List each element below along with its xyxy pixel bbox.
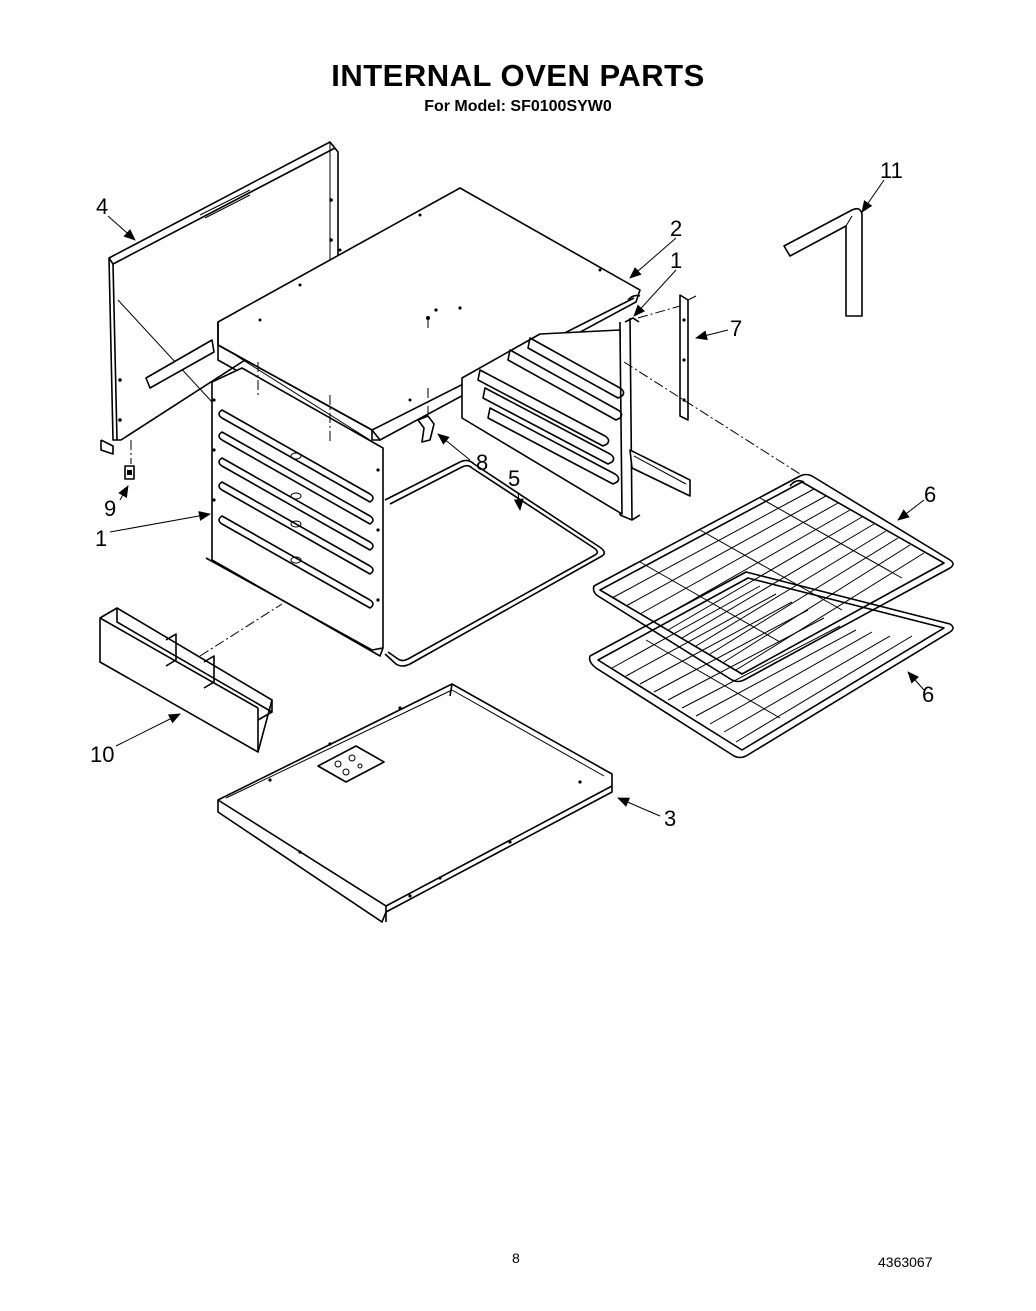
document-number: 4363067: [878, 1254, 933, 1270]
callout-7: 7: [730, 316, 742, 341]
part-7-strip: [679, 294, 697, 421]
callout-3: 3: [664, 806, 676, 831]
callout-9: 9: [104, 496, 116, 521]
part-3-oven-bottom: [217, 683, 613, 923]
callout-labels: 4 9 1 2 1 7 11 8 5 6 6 10 3: [90, 158, 936, 831]
part-8-bracket: [417, 388, 435, 443]
callout-1-front: 1: [95, 526, 107, 551]
alignment-lines: [623, 305, 801, 475]
callout-1-rear: 1: [670, 248, 682, 273]
part-1-front-side-wall: [145, 339, 384, 657]
model-subtitle: For Model: SF0100SYW0: [424, 98, 612, 115]
page-title: INTERNAL OVEN PARTS: [331, 58, 705, 93]
part-9-clip: [124, 440, 135, 480]
callout-6-upper: 6: [924, 482, 936, 507]
callout-arrows: [107, 179, 925, 817]
part-6-upper-rack: [592, 473, 954, 683]
callout-6-lower: 6: [922, 682, 934, 707]
part-1-rear-side-wall: [461, 329, 691, 515]
callout-5: 5: [508, 466, 520, 491]
part-10-trim-channel: [99, 603, 283, 753]
callout-11: 11: [880, 158, 903, 183]
callout-8: 8: [476, 450, 488, 475]
callout-4: 4: [96, 194, 108, 219]
callout-10: 10: [90, 742, 114, 767]
page-number: 8: [512, 1250, 520, 1266]
part-5-gasket: [384, 459, 606, 667]
part-6-lower-rack: [588, 571, 954, 759]
callout-2: 2: [670, 216, 682, 241]
part-11-insulation: [783, 207, 863, 317]
